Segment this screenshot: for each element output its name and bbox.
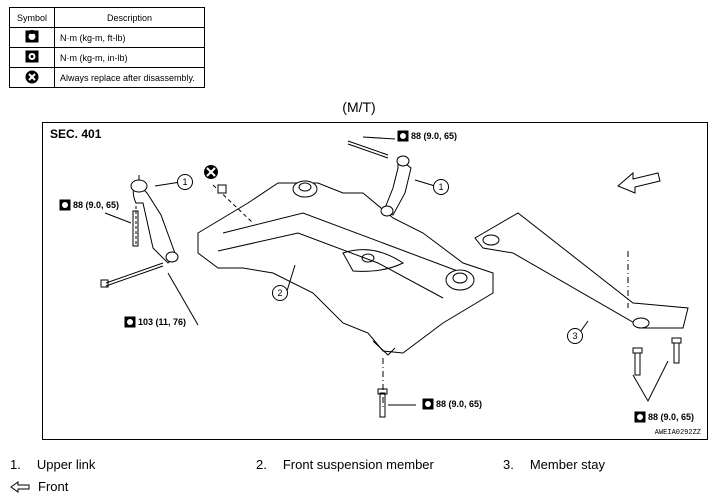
callout-upper-link: 1 (433, 179, 449, 195)
callout-member-stay: 3 (567, 328, 583, 344)
torque-wrench-icon (59, 199, 71, 211)
torque-wrench-small-icon (9, 47, 55, 68)
front-suspension-member (197, 180, 494, 356)
parts-legend: 1. Upper link 2. Front suspension member… (0, 457, 718, 473)
legend-label: Member stay (529, 457, 605, 472)
symbol-table: Symbol Description N·m (kg-m, ft-lb) N·m… (9, 7, 205, 88)
torque-value: 88 (9.0, 65) (436, 399, 483, 409)
torque-wrench-icon (9, 27, 55, 48)
torque-label: 88 (9.0, 65) (59, 199, 119, 211)
torque-wrench-icon (397, 130, 409, 142)
replace-marker (204, 165, 227, 194)
front-legend: Front (10, 479, 68, 494)
legend-num: 3. (503, 457, 514, 472)
legend-item: 2. Front suspension member (256, 457, 434, 472)
symbol-desc: N·m (kg-m, ft-lb) (54, 27, 205, 48)
torque-value: 103 (11, 76) (138, 317, 187, 327)
legend-item: 1. Upper link (10, 457, 95, 472)
front-arrow-icon (10, 480, 30, 493)
upper-link-left (130, 175, 179, 264)
description-header: Description (54, 7, 205, 28)
callout-upper-link: 1 (177, 174, 193, 190)
torque-value: 88 (9.0, 65) (73, 200, 120, 210)
replace-after-disassembly-icon (9, 67, 55, 88)
legend-label: Front suspension member (282, 457, 434, 472)
symbol-desc: Always replace after disassembly. (54, 67, 205, 88)
diagram-frame: SEC. 401 (42, 122, 708, 440)
section-label: SEC. 401 (50, 127, 102, 141)
front-arrow (617, 171, 661, 194)
torque-wrench-icon (422, 398, 434, 410)
figure-code: AWEIA0292ZZ (654, 429, 701, 437)
torque-wrench-icon (634, 411, 646, 423)
torque-value: 88 (9.0, 65) (411, 131, 458, 141)
legend-num: 1. (10, 457, 21, 472)
torque-label: 88 (9.0, 65) (397, 130, 457, 142)
torque-label: 103 (11, 76) (124, 316, 186, 328)
torque-label: 88 (9.0, 65) (634, 411, 694, 423)
bolt-bottom-left (377, 388, 388, 418)
upper-link-right (347, 140, 412, 217)
legend-label: Upper link (36, 457, 96, 472)
symbol-desc: N·m (kg-m, in-lb) (54, 47, 205, 68)
torque-wrench-icon (124, 316, 136, 328)
torque-value: 88 (9.0, 65) (648, 412, 695, 422)
front-label: Front (38, 479, 69, 494)
callout-front-suspension-member: 2 (272, 285, 288, 301)
variant-label: (M/T) (342, 99, 376, 115)
suspension-diagram (100, 136, 689, 418)
member-stay (474, 212, 689, 329)
legend-item: 3. Member stay (503, 457, 605, 472)
bolt-bottom-right (632, 337, 682, 376)
symbol-header: Symbol (9, 7, 55, 28)
torque-label: 88 (9.0, 65) (422, 398, 482, 410)
bolt-103 (100, 262, 164, 288)
legend-num: 2. (256, 457, 267, 472)
